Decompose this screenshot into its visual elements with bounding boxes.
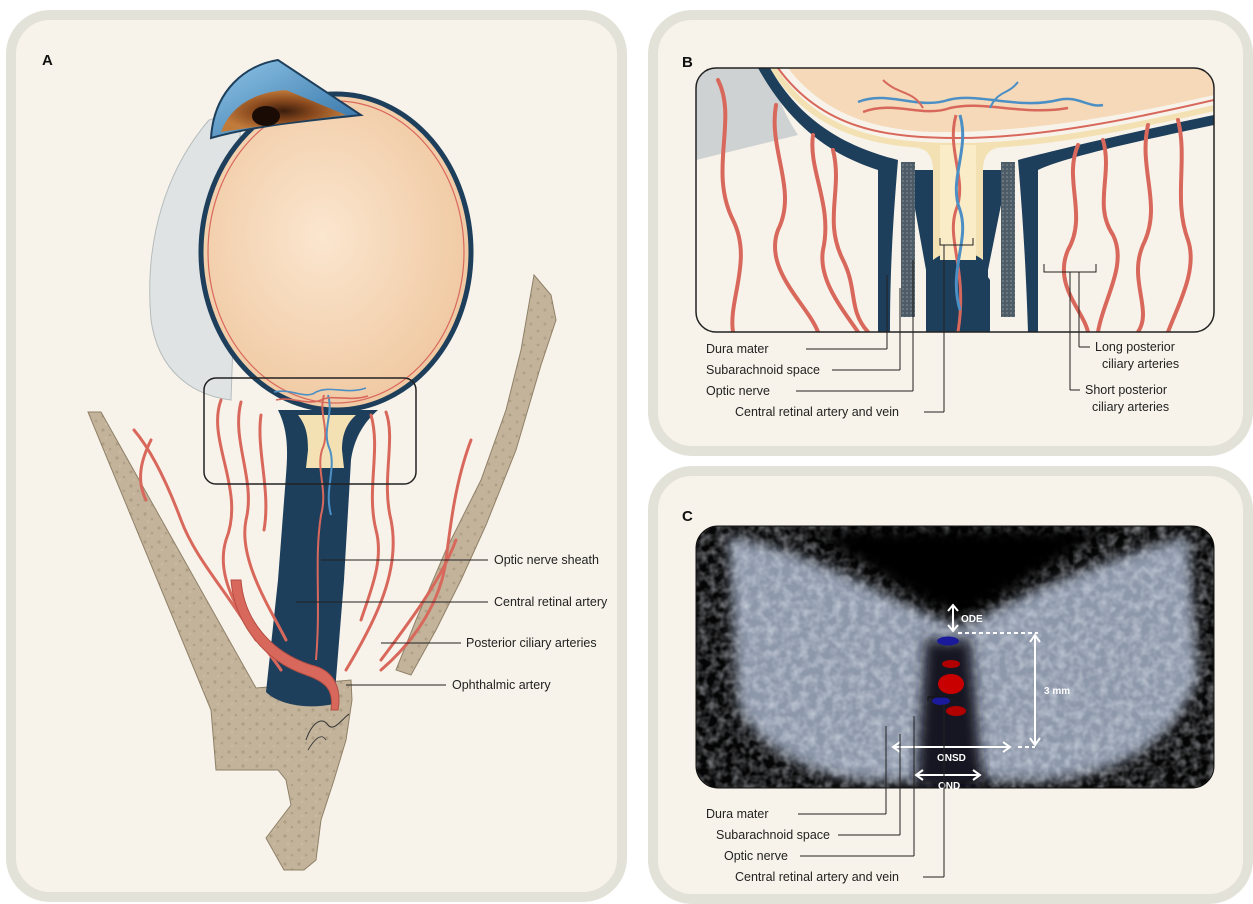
eye-anatomy-illustration: Optic nerve sheath Central retinal arter… (16, 20, 617, 892)
label-central-retinal-artery-vein: Central retinal artery and vein (735, 405, 899, 419)
label-ode: ODE (961, 614, 983, 625)
label-3mm: 3 mm (1044, 686, 1070, 697)
panel-b: B (648, 10, 1253, 456)
eyeball (201, 94, 471, 410)
label-long-posterior-1: Long posterior (1095, 340, 1175, 354)
label-ond: OND (938, 781, 960, 792)
panel-c: C (648, 466, 1253, 904)
label-subarachnoid-space: Subarachnoid space (706, 363, 820, 377)
label-c-optic-nerve: Optic nerve (724, 849, 788, 863)
label-short-posterior-2: ciliary arteries (1092, 400, 1169, 414)
panel-a: A (6, 10, 627, 902)
doppler-artery-large (938, 674, 964, 694)
label-ophthalmic-artery: Ophthalmic artery (452, 678, 551, 692)
optic-nerve-detail-illustration: Dura mater Subarachnoid space Optic nerv… (658, 20, 1243, 446)
label-c-central-retinal-artery-vein: Central retinal artery and vein (735, 870, 899, 884)
label-optic-nerve-sheath: Optic nerve sheath (494, 553, 599, 567)
label-long-posterior-2: ciliary arteries (1102, 357, 1179, 371)
label-central-retinal-artery: Central retinal artery (494, 595, 608, 609)
doppler-vein-top (937, 637, 959, 646)
label-c-subarachnoid-space: Subarachnoid space (716, 828, 830, 842)
doppler-vein-bottom (932, 697, 950, 705)
label-posterior-ciliary-arteries: Posterior ciliary arteries (466, 636, 597, 650)
doppler-artery-small (942, 660, 960, 668)
label-onsd: ONSD (937, 753, 966, 764)
label-dura-mater: Dura mater (706, 342, 769, 356)
ultrasound-image: ODE 3 mm ONSD OND Dura mater Subarachnoi… (658, 476, 1243, 894)
label-short-posterior-1: Short posterior (1085, 383, 1167, 397)
label-c-dura-mater: Dura mater (706, 807, 769, 821)
label-optic-nerve: Optic nerve (706, 384, 770, 398)
doppler-artery-bottom (946, 706, 966, 716)
